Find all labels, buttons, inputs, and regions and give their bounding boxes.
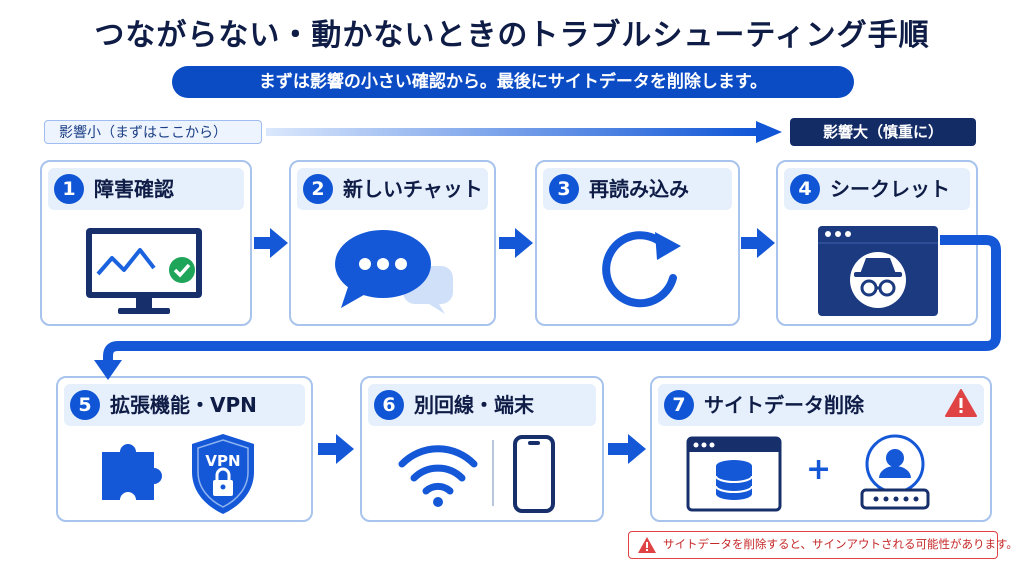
site-database-icon — [686, 436, 782, 512]
step-card-6: 6 別回線・端末 — [360, 376, 604, 522]
monitor-check-icon — [86, 228, 202, 314]
step-number: 1 — [54, 174, 84, 204]
step-title: サイトデータ削除 — [704, 393, 864, 417]
puzzle-piece-icon — [102, 444, 162, 500]
account-password-icon — [860, 434, 930, 510]
flow-arrow-1-2 — [254, 228, 288, 258]
step-header: 4 シークレット — [784, 168, 970, 210]
flow-arrow-3-4 — [741, 228, 775, 258]
vpn-shield-icon: VPN — [192, 434, 254, 514]
smartphone-icon — [513, 435, 555, 513]
divider — [492, 440, 494, 506]
step-title: 拡張機能・VPN — [110, 393, 257, 417]
step-header: 1 障害確認 — [48, 168, 244, 210]
step-number: 6 — [374, 390, 404, 420]
impact-large-label: 影響大（慎重に） — [790, 118, 976, 146]
step-card-2: 2 新しいチャット — [289, 160, 496, 326]
wifi-icon — [398, 445, 478, 507]
step-card-5: 5 拡張機能・VPN VPN — [56, 376, 313, 522]
impact-small-label: 影響小（まずはここから） — [44, 120, 262, 144]
step-number: 4 — [790, 174, 820, 204]
warning-triangle-icon — [638, 537, 656, 553]
impact-scale-arrow — [266, 121, 782, 143]
flow-arrow-5-6 — [318, 434, 354, 464]
step-title: 障害確認 — [94, 177, 174, 201]
step-card-1: 1 障害確認 — [40, 160, 252, 326]
step-header: 5 拡張機能・VPN — [64, 384, 305, 426]
step-card-3: 3 再読み込み — [535, 160, 740, 326]
flow-arrow-6-7 — [608, 434, 646, 464]
diagram-subtitle: まずは影響の小さい確認から。最後にサイトデータを削除します。 — [172, 66, 854, 98]
flow-arrow-4-5-return — [94, 235, 1001, 380]
reload-icon — [602, 231, 681, 308]
step-header: 7 サイトデータ削除 — [658, 384, 984, 426]
step-title: 再読み込み — [589, 177, 689, 201]
diagram-title: つながらない・動かないときのトラブルシューティング手順 — [94, 18, 930, 53]
step-number: 2 — [303, 174, 333, 204]
flow-arrow-2-3 — [499, 228, 533, 258]
incognito-window-icon — [818, 226, 938, 316]
step-card-7: 7 サイトデータ削除 + — [650, 376, 992, 522]
step-header: 6 別回線・端末 — [368, 384, 596, 426]
step-number: 3 — [549, 174, 579, 204]
step-header: 2 新しいチャット — [297, 168, 488, 210]
step-title: 新しいチャット — [343, 177, 483, 201]
plus-sign: + — [806, 452, 832, 487]
step-header: 3 再読み込み — [543, 168, 732, 210]
step-number: 7 — [664, 390, 694, 420]
warning-note: サイトデータを削除すると、サインアウトされる可能性があります。 — [628, 531, 1018, 559]
step-number: 5 — [70, 390, 100, 420]
step-title: 別回線・端末 — [414, 393, 534, 417]
step-title: シークレット — [830, 177, 950, 201]
warning-note-text: サイトデータを削除すると、サインアウトされる可能性があります。 — [663, 537, 1018, 551]
warning-triangle-icon — [945, 389, 977, 417]
vpn-badge-text: VPN — [205, 452, 240, 470]
chat-bubbles-icon — [335, 230, 453, 314]
step-card-4: 4 シークレット — [776, 160, 978, 326]
